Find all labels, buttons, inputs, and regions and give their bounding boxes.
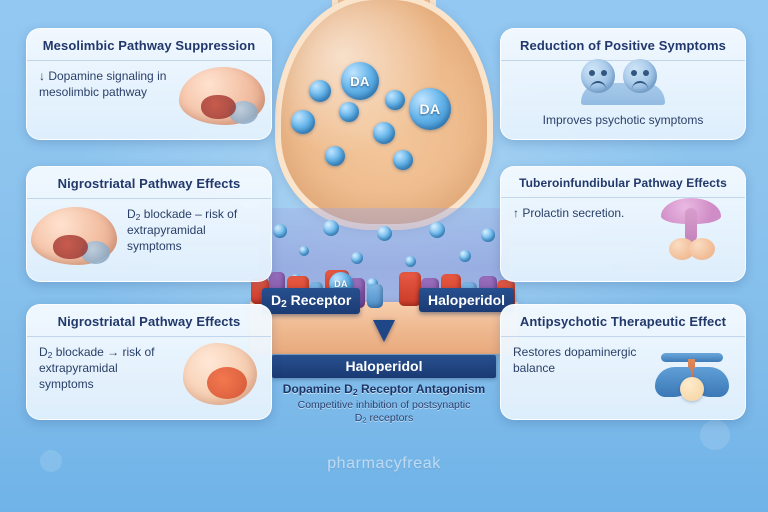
- dopamine-vesicle: [385, 90, 405, 110]
- neurotransmitter-icon: [655, 341, 729, 403]
- card-title: Reduction of Positive Symptoms: [501, 29, 745, 61]
- receptor-protein: [399, 272, 421, 306]
- dopamine-vesicle: [339, 102, 359, 122]
- bokeh-dot: [700, 420, 730, 450]
- card-title: Tuberoinfundibular Pathway Effects: [501, 167, 745, 198]
- down-arrow-icon: ↓: [39, 69, 45, 83]
- card-title: Nigrostriatal Pathway Effects: [27, 305, 271, 337]
- dopamine-molecule: [481, 228, 495, 242]
- dopamine-vesicle: [291, 110, 315, 134]
- card-title: Mesolimbic Pathway Suppression: [27, 29, 271, 61]
- card-title: Antipsychotic Therapeutic Effect: [501, 305, 745, 337]
- pituitary-icon: [655, 198, 727, 264]
- center-drug-title: Haloperidol: [272, 355, 496, 378]
- card-text: Restores dopaminergic balance: [513, 345, 637, 375]
- card-body: ↓ Dopamine signaling in mesolimbic pathw…: [27, 61, 271, 134]
- card-pointer-icon: [270, 339, 271, 361]
- presynaptic-terminal: DA DA: [275, 0, 493, 230]
- card-tuberoinfundibular-pathway-effects[interactable]: Tuberoinfundibular Pathway Effects ↑ Pro…: [500, 166, 746, 282]
- brain-icon: [31, 207, 117, 265]
- card-pointer-icon: [270, 85, 271, 107]
- dopamine-vesicle: [325, 146, 345, 166]
- center-mechanism: Dopamine D2 Receptor Antagonism: [282, 382, 486, 397]
- card-text: ↑ Prolactin secretion.: [513, 206, 625, 220]
- card-body: Improves psychotic symptoms: [501, 59, 745, 134]
- card-nigrostriatal-pathway-effects-lower[interactable]: Nigrostriatal Pathway Effects D2 blockad…: [26, 304, 272, 420]
- card-reduction-of-positive-symptoms[interactable]: Reduction of Positive Symptoms Improves …: [500, 28, 746, 140]
- card-antipsychotic-therapeutic-effect[interactable]: Antipsychotic Therapeutic Effect Restore…: [500, 304, 746, 420]
- watermark: pharmacyfreak: [327, 455, 441, 472]
- center-info-panel: Haloperidol Dopamine D2 Receptor Antagon…: [272, 355, 496, 425]
- card-text: D2 blockade → risk of extrapyramidal sym…: [39, 345, 155, 392]
- card-pointer-icon: [501, 233, 502, 255]
- card-pointer-icon: [501, 339, 502, 361]
- synapse-illustration: DA DA: [259, 0, 509, 360]
- haloperidol-badge: Haloperidol: [419, 288, 515, 312]
- card-pointer-icon: [270, 233, 271, 255]
- dopamine-vesicle-labeled: DA: [409, 88, 451, 130]
- dopamine-molecule: [405, 256, 416, 267]
- dopamine-molecule: [459, 250, 471, 262]
- card-body: Restores dopaminergic balance: [501, 337, 745, 414]
- dopamine-molecule: [367, 278, 378, 289]
- card-text: ↓ Dopamine signaling in mesolimbic pathw…: [39, 69, 167, 99]
- card-body: D2 blockade → risk of extrapyramidal sym…: [27, 337, 271, 414]
- dopamine-molecule: [273, 224, 287, 238]
- dopamine-vesicle: [373, 122, 395, 144]
- dopamine-molecule: [351, 252, 363, 264]
- dopamine-molecule: [299, 246, 309, 256]
- receptor-protein: [367, 284, 383, 308]
- dopamine-vesicle: [393, 150, 413, 170]
- dopamine-vesicle: [309, 80, 331, 102]
- card-text: Improves psychotic symptoms: [542, 113, 704, 128]
- brain-icon: [179, 67, 265, 125]
- d2-receptor-badge: D2 Receptor: [262, 288, 361, 315]
- card-title: Nigrostriatal Pathway Effects: [27, 167, 271, 199]
- drug-binding-arrow-icon: [373, 320, 395, 342]
- card-nigrostriatal-pathway-effects-upper[interactable]: Nigrostriatal Pathway Effects D2 blockad…: [26, 166, 272, 282]
- dopamine-molecule: [323, 220, 339, 236]
- card-pointer-icon: [501, 85, 502, 107]
- dopamine-molecule: [377, 226, 392, 241]
- card-body: D2 blockade – risk of extrapyramidal sym…: [27, 199, 271, 276]
- card-mesolimbic-pathway-suppression[interactable]: Mesolimbic Pathway Suppression ↓ Dopamin…: [26, 28, 272, 140]
- stomach-icon: [177, 339, 265, 409]
- faces-icon: [577, 59, 669, 105]
- dopamine-molecule: [429, 222, 445, 238]
- card-text: D2 blockade – risk of extrapyramidal sym…: [127, 207, 238, 254]
- up-arrow-icon: ↑: [513, 206, 519, 220]
- dopamine-vesicle-labeled: DA: [341, 62, 379, 100]
- card-body: ↑ Prolactin secretion.: [501, 198, 745, 275]
